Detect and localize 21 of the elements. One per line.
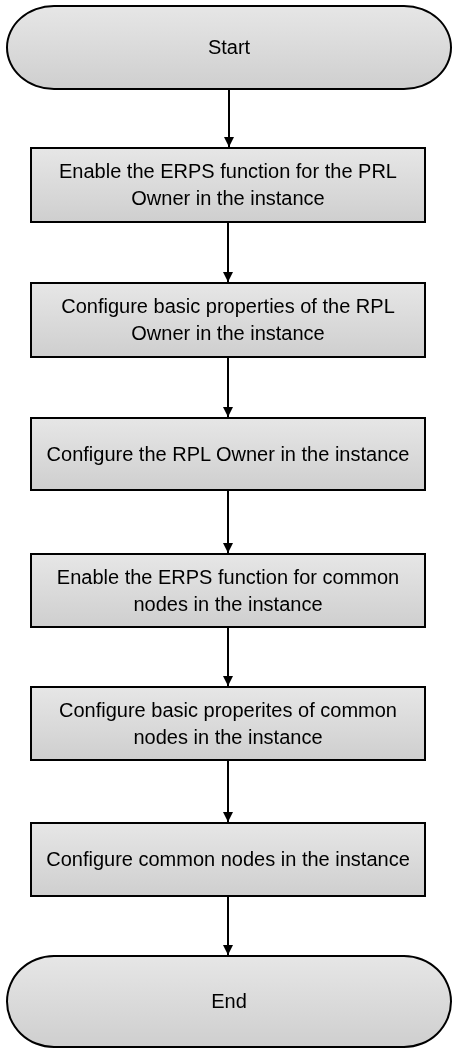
node-text: Configure common nodes in the instance bbox=[46, 847, 410, 872]
process-box bbox=[30, 282, 426, 358]
node-text: Enable the ERPS function for the PRL Owner in the instance bbox=[58, 159, 398, 211]
arrow bbox=[224, 89, 234, 148]
node-text: End bbox=[211, 989, 247, 1014]
node-text: Enable the ERPS function for common nodes in the instance bbox=[55, 564, 401, 617]
arrow bbox=[223, 627, 233, 687]
arrow bbox=[223, 222, 233, 283]
arrow bbox=[223, 760, 233, 823]
arrow bbox=[223, 357, 233, 418]
process-box bbox=[30, 553, 426, 628]
arrow bbox=[223, 896, 233, 956]
arrow bbox=[223, 490, 233, 554]
node-text: Start bbox=[207, 35, 251, 60]
node-text: Configure basic properites of common nodes in the instance bbox=[58, 697, 398, 750]
node-text: Configure the RPL Owner in the instance bbox=[46, 441, 410, 467]
process-box bbox=[30, 822, 426, 897]
process-box bbox=[30, 147, 426, 223]
process-box bbox=[30, 686, 426, 761]
node-text: Configure basic properties of the RPL Owner in the instance bbox=[60, 294, 396, 346]
process-box bbox=[30, 417, 426, 491]
